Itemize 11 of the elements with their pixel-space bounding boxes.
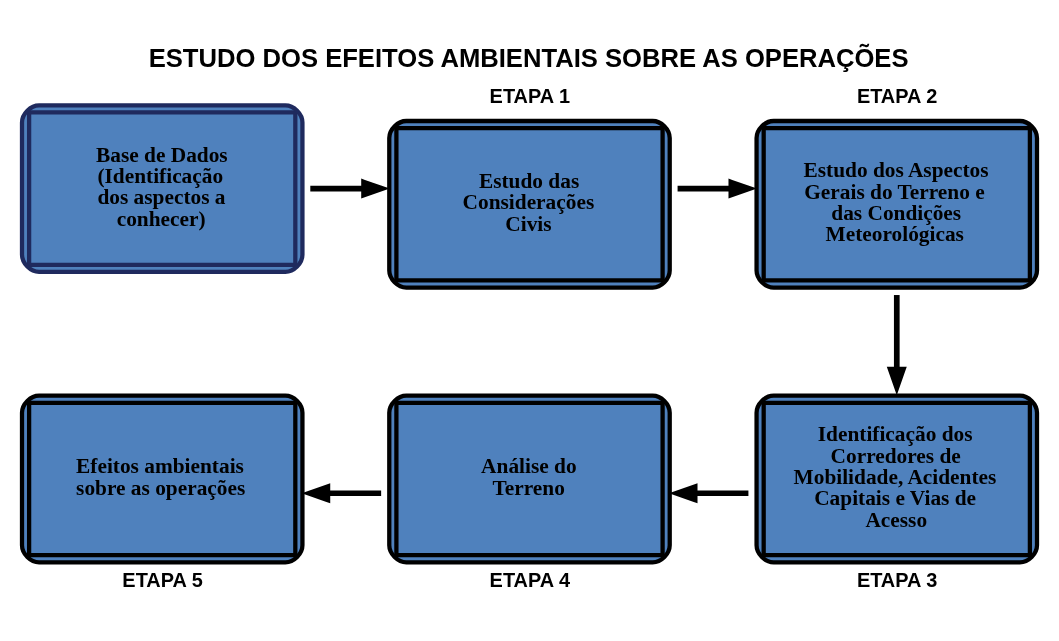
diagram-title: ESTUDO DOS EFEITOS AMBIENTAIS SOBRE AS OPERAÇÕES [148,43,909,72]
node-label: ETAPA 1 [489,84,571,107]
arrow [310,178,390,199]
node-label: ETAPA 3 [856,568,938,591]
arrow [677,178,757,199]
node-label: ETAPA 5 [122,568,203,591]
arrow [301,482,382,503]
arrow [886,294,907,395]
node-label: ETAPA 4 [489,568,571,591]
node-label: ETAPA 2 [856,84,938,107]
arrow [668,482,749,503]
